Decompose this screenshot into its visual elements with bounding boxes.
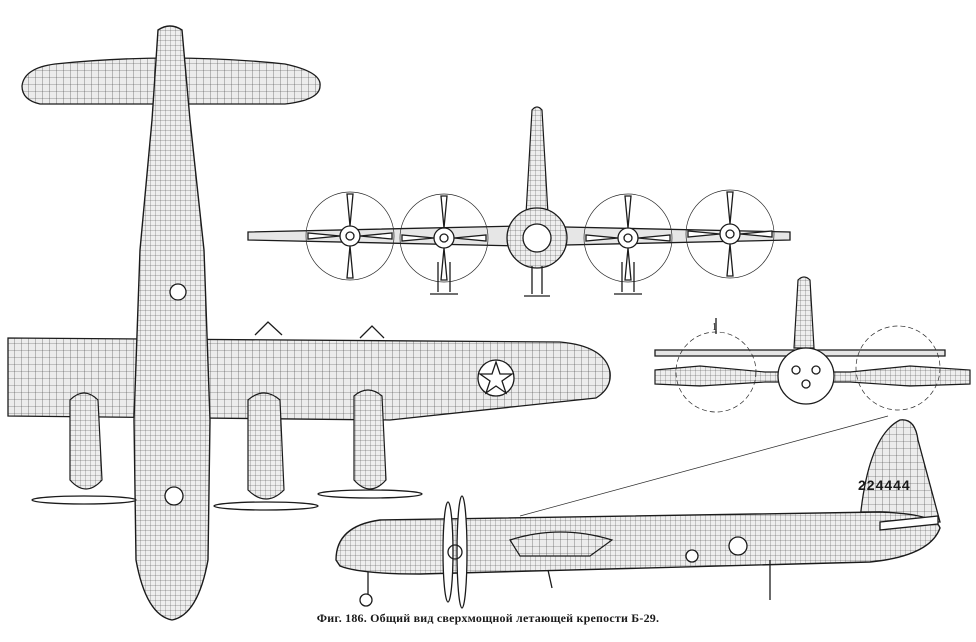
front-view [247,106,791,297]
wing-insignia [477,359,515,397]
fuselage-plan [133,25,211,621]
front-fin [525,106,549,215]
antenna-wire [519,415,889,517]
side-wing [509,531,614,557]
rear-fuselage [777,347,835,405]
rear-fin [793,276,815,349]
propellers-plan [31,489,423,511]
fuselage-side [335,511,941,575]
side-propellers [442,495,468,609]
svg-text:1: 1 [712,322,717,333]
landing-gear [359,560,771,607]
side-view: 224444 [335,415,941,609]
tail-number: 224444 [858,477,911,493]
side-fin [859,419,941,523]
rear-view: 1 [654,276,971,413]
engine-nacelles [69,321,387,500]
figure-caption: Фиг. 186. Общий вид сверхмощной летающей… [316,611,660,625]
plan-view [7,25,611,621]
